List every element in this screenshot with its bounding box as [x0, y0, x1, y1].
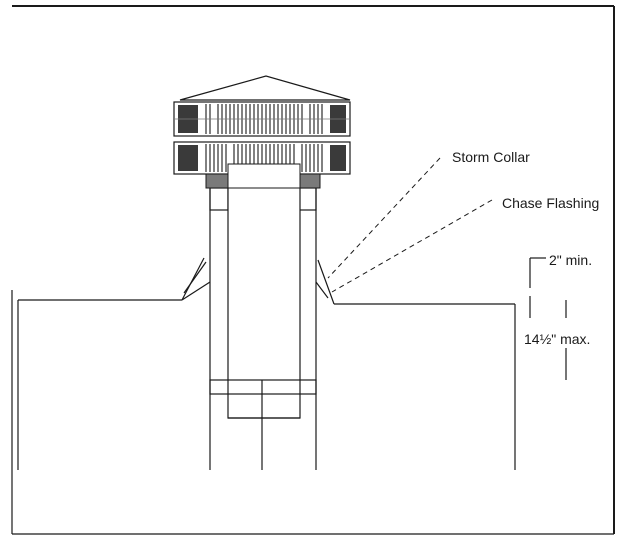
- dimension-marks: [529, 257, 567, 380]
- chimney-cap: [173, 75, 351, 189]
- chase-outline: [17, 257, 516, 470]
- chimney-pipe: [209, 163, 317, 470]
- diagram-frame: [11, 5, 615, 535]
- min-clearance-label: 2" min.: [549, 252, 592, 268]
- max-extension-label: 14½" max.: [524, 331, 590, 347]
- storm-collar-label: Storm Collar: [452, 149, 530, 165]
- storm-collar-leader: [327, 157, 441, 279]
- chase-flashing-leader: [331, 199, 493, 293]
- leader-lines: [327, 157, 493, 293]
- chase-flashing-label: Chase Flashing: [502, 195, 599, 211]
